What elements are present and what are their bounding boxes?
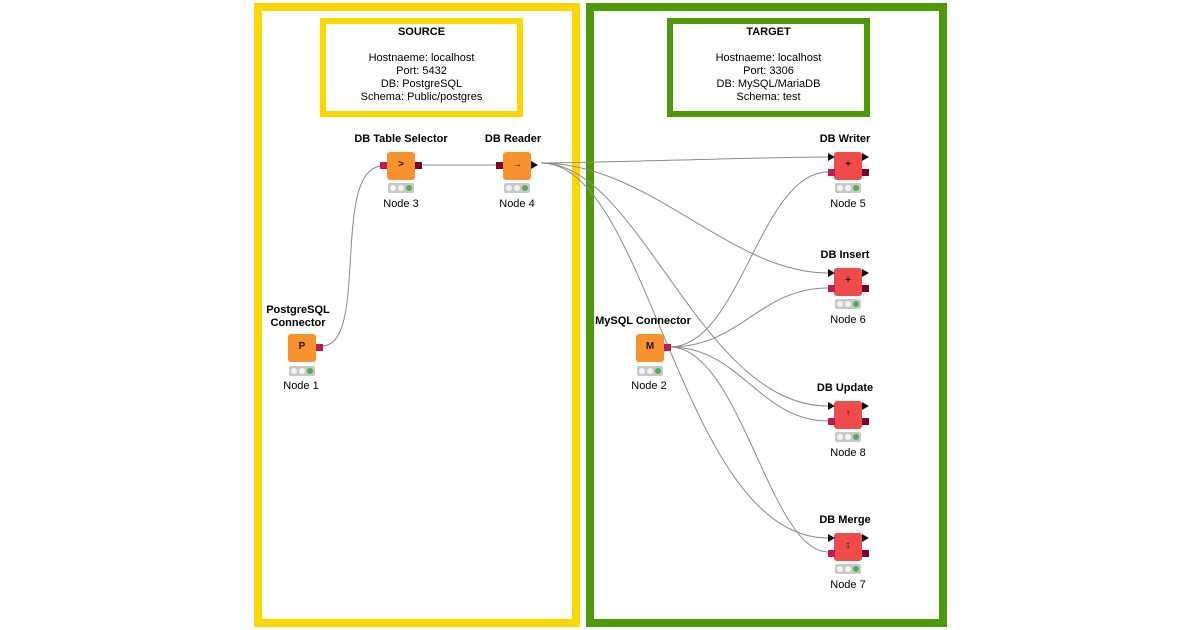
mysql-connector-icon[interactable]: M <box>636 334 664 362</box>
output-port-db[interactable] <box>862 169 869 176</box>
output-port[interactable] <box>415 162 422 169</box>
status-traffic-light <box>388 183 414 193</box>
status-traffic-light <box>289 366 315 376</box>
status-traffic-light <box>835 432 861 442</box>
db-merge-icon[interactable]: ↕ <box>834 533 862 561</box>
node-8-title: DB Update <box>816 382 874 394</box>
source-annotation: SOURCE Hostnaeme: localhost Port: 5432 D… <box>320 18 523 117</box>
output-port-db[interactable] <box>862 418 869 425</box>
db-writer-icon[interactable]: + <box>834 152 862 180</box>
input-port-table[interactable] <box>828 402 835 410</box>
db-insert-icon[interactable]: + <box>834 268 862 296</box>
target-annotation: TARGET Hostnaeme: localhost Port: 3306 D… <box>667 18 870 117</box>
node-5-label: Node 5 <box>830 198 866 210</box>
target-db: DB: MySQL/MariaDB <box>716 78 821 90</box>
output-port[interactable] <box>316 344 323 351</box>
node-4-title: DB Reader <box>484 133 542 145</box>
wire-n2-n5 <box>669 171 829 348</box>
postgresql-connector-icon[interactable]: P <box>288 334 316 362</box>
wire-n2-n7 <box>669 346 829 553</box>
target-schema: Schema: test <box>736 91 801 103</box>
status-traffic-light <box>504 183 530 193</box>
output-port[interactable] <box>531 161 538 169</box>
input-port-db[interactable] <box>828 285 835 292</box>
node-7-label: Node 7 <box>830 579 866 591</box>
db-reader-icon[interactable]: → <box>503 152 531 180</box>
db-update-icon[interactable]: ↑ <box>834 401 862 429</box>
source-hostname: Hostnaeme: localhost <box>368 52 475 64</box>
output-port-table[interactable] <box>862 269 869 277</box>
node-5-title: DB Writer <box>819 133 871 145</box>
node-2-title: MySQL Connector <box>595 315 691 327</box>
wire-n1-n3 <box>321 165 384 347</box>
input-port-table[interactable] <box>828 153 835 161</box>
node-6-title: DB Insert <box>820 249 870 261</box>
status-traffic-light <box>835 564 861 574</box>
output-port-db[interactable] <box>862 285 869 292</box>
node-3-title: DB Table Selector <box>354 133 448 145</box>
input-port[interactable] <box>380 162 387 169</box>
output-port-db[interactable] <box>862 550 869 557</box>
input-port-table[interactable] <box>828 534 835 542</box>
input-port-db[interactable] <box>828 550 835 557</box>
node-4-label: Node 4 <box>499 198 535 210</box>
status-traffic-light <box>835 299 861 309</box>
source-schema: Schema: Public/postgres <box>360 91 483 103</box>
node-2-label: Node 2 <box>631 380 667 392</box>
input-port-table[interactable] <box>828 269 835 277</box>
target-port: Port: 3306 <box>743 65 794 77</box>
output-port-table[interactable] <box>862 402 869 410</box>
node-7-title: DB Merge <box>819 514 871 526</box>
source-db: DB: PostgreSQL <box>380 78 463 90</box>
input-port-db[interactable] <box>828 169 835 176</box>
input-port[interactable] <box>496 162 503 169</box>
output-port-table[interactable] <box>862 534 869 542</box>
node-6-label: Node 6 <box>830 314 866 326</box>
output-port-table[interactable] <box>862 153 869 161</box>
target-title: TARGET <box>746 26 791 38</box>
node-3-label: Node 3 <box>383 198 419 210</box>
wire-n2-n6 <box>669 287 829 348</box>
source-title: SOURCE <box>397 26 446 38</box>
source-frame <box>254 3 580 627</box>
node-1-label: Node 1 <box>283 380 319 392</box>
node-1-title: PostgreSQL Connector <box>266 304 330 329</box>
wire-n4-n8 <box>540 162 829 407</box>
status-traffic-light <box>637 366 663 376</box>
wire-n4-n6 <box>540 162 829 274</box>
target-hostname: Hostnaeme: localhost <box>715 52 822 64</box>
input-port-db[interactable] <box>828 418 835 425</box>
node-8-label: Node 8 <box>830 447 866 459</box>
db-table-selector-icon[interactable]: > <box>387 152 415 180</box>
source-port: Port: 5432 <box>396 65 447 77</box>
status-traffic-light <box>835 183 861 193</box>
wire-n4-n5 <box>540 156 829 164</box>
target-frame <box>586 3 947 627</box>
wire-n2-n8 <box>669 346 829 422</box>
output-port[interactable] <box>664 344 671 351</box>
